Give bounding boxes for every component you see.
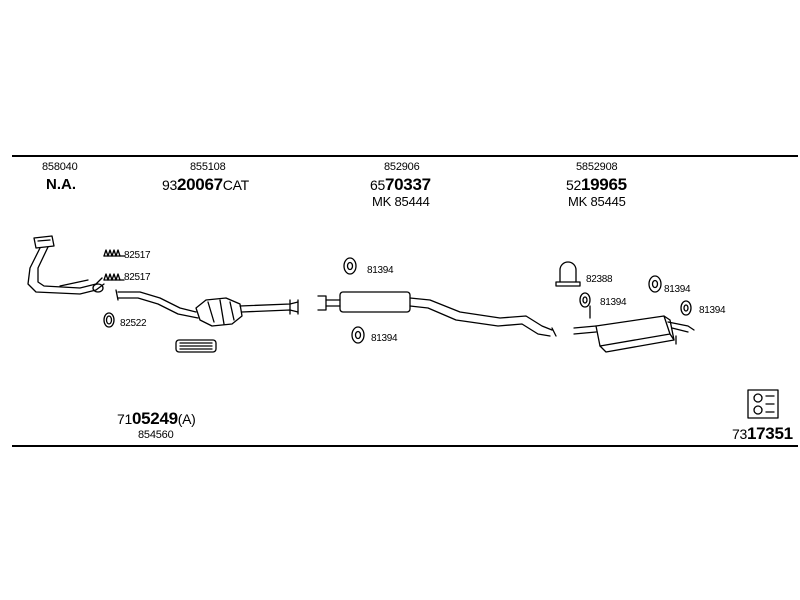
header-3-kit: MK 85444 [372,194,430,209]
header-2-suffix: CAT [222,177,249,193]
spring-clamp-icon [103,273,125,281]
footer-left-prefix: 71 [117,411,132,427]
rubber-mount-icon [343,257,357,275]
rubber-mount-icon [579,292,591,308]
header-3-code: 6570337 [370,175,431,194]
part-label: 82517 [124,272,151,283]
header-4-main: 19965 [580,175,627,194]
bottom-rule [12,445,798,447]
footer-right-code: 7317351 [732,424,793,443]
header-2-number: 855108 [190,161,226,173]
header-2-code: 9320067CAT [162,175,249,194]
header-3-number: 852906 [384,161,420,173]
part-label: 82522 [120,318,147,329]
part-label: 81394 [600,297,627,308]
header-2-main: 20067 [176,175,223,194]
header-4-kit: MK 85445 [568,194,626,209]
gasket-ring-icon [103,312,115,328]
footer-right-prefix: 73 [732,426,747,442]
part-label: 81394 [371,333,398,344]
part-label: 82517 [124,250,151,261]
part-label: 82388 [586,274,613,285]
header-2-prefix: 93 [162,177,177,193]
spring-clamp-icon [103,249,125,257]
footer-left-sub: 854560 [138,429,174,441]
header-4-prefix: 52 [566,177,581,193]
header-3-prefix: 65 [370,177,385,193]
u-bolt-clamp-icon [555,261,581,287]
header-1-code: N.A. [46,176,76,193]
footer-right-main: 17351 [746,424,793,443]
assembly-instructions-icon [747,389,779,419]
center-silencer [317,291,557,337]
footer-left-code: 7105249(A) [117,409,196,428]
header-4-code: 5219965 [566,175,627,194]
part-label: 81394 [664,284,691,295]
header-3-main: 70337 [384,175,431,194]
part-label: 81394 [699,305,726,316]
footer-left-suffix: (A) [177,411,196,427]
rubber-mount-icon [680,300,692,316]
heat-shield [175,339,217,353]
part-label: 81394 [367,265,394,276]
top-rule [12,155,798,157]
front-pipe [27,235,105,295]
header-1-number: 858040 [42,161,78,173]
rubber-mount-icon [648,275,662,293]
header-4-number: 5852908 [576,161,618,173]
footer-left-main: 05249 [131,409,178,428]
rubber-mount-icon [351,326,365,344]
catalytic-converter [115,289,299,327]
rear-silencer [573,305,695,353]
